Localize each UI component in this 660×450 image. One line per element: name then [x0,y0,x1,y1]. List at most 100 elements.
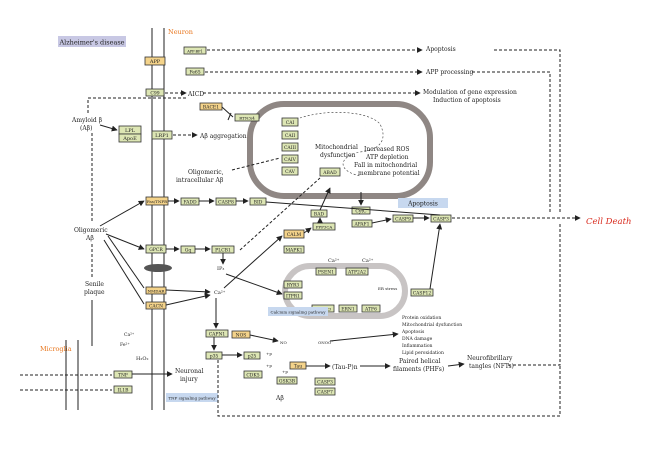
outcome-phf2: filaments (PHFs) [393,366,444,373]
box-apaf1 [351,219,373,228]
edge-bace1-bar [227,112,232,121]
edge-calm-ppp3ca [303,227,312,234]
outcome-nft2: tangles (NFTs) [469,363,514,370]
edge-bottom-loop [217,360,561,417]
amyloid-label: Amyloid β [71,117,103,124]
box-caii-label: CAII [285,133,295,139]
ros-label-3: Fall in mitochondrial [354,162,417,169]
edge-oligomeric-gpcr [105,233,145,250]
box-il1b [113,385,133,394]
box-casp12 [410,288,434,297]
box-nos-label: NOS [236,333,247,339]
box-abad [319,167,341,177]
edge-nos-no [249,334,279,343]
box-caiv [281,154,299,164]
box-bid [249,197,267,206]
box-app-bp1-label: APP-BP1 [186,50,202,54]
mito-label-2: dysfunction [320,152,356,159]
box-ppp3ca-label: PPP3CA [316,225,333,230]
box-app [144,56,166,66]
box-cdk5-label: CDK5 [246,373,259,379]
edge-ca-calm [223,235,283,289]
box-abad-label: ABAD [322,170,337,176]
box-cytc [351,206,371,215]
outcome-tau-p: (Tau-P)n [332,364,358,371]
ab-bottom-label: Aβ [275,395,284,402]
box-cacn [145,301,167,310]
box-capn1-label: CAPN1 [209,332,226,338]
box-caiv-label: CAIV [284,157,296,163]
mito-label-1: Mitochondrial [315,144,358,151]
outcome-app-processing: APP processing [425,69,473,76]
box-tnf-label: TNF [118,373,128,379]
title-text: Alzheimer's disease [58,39,124,47]
box-casp3b-label: CASP3 [317,380,333,386]
edge-apaf1-casp9 [371,217,392,224]
box-app-bp1 [183,46,207,55]
edge-oligomeric-fas [99,200,145,227]
box-il1b-label: IL1B [118,388,130,394]
edge-tangles-right [508,224,561,366]
box-caiii-label: CAIII [284,145,296,151]
neuron-label: Neuron [168,28,193,36]
box-fadd-label: FADD [183,200,197,206]
box-caiii [281,142,299,152]
box-fas-label: Fas/TNFR [147,199,168,204]
box-ern1 [338,304,358,313]
box-cav [281,166,299,176]
outcome-ox4: DNA damage [402,336,433,342]
ab-aggregation-label: Aβ aggregation [199,133,247,140]
box-nmdar-label: NMDAR [148,289,166,294]
box-mapk-label: MAPK1 [285,248,302,254]
box-ppp3ca [312,222,336,231]
box-plcb1-label: PLCB1 [215,248,231,254]
box-atp2a-label: ATP2A2 [347,270,366,276]
ros-label-1: Increased ROS [364,146,410,153]
box-bid-label: BID [254,200,263,206]
box-gpcr-label: GPCR [149,247,163,253]
box-casp8-label: CASP8 [218,200,234,206]
outcome-nft1: Neurofibrillary [467,355,513,362]
box-capn1 [205,329,229,338]
box-bad [310,209,328,218]
edge-intra-mito [231,157,281,171]
ca-left-label: Ca²⁺ [124,332,135,338]
box-nos [231,330,251,339]
oligomeric-label: Oligomeric [74,227,108,234]
edge-mapk-mito [239,177,321,251]
apoptosis-badge-label: Apoptosis [407,201,438,208]
edge-processing-right [472,71,551,212]
box-cytc-label: CytC [355,209,367,215]
p-label-3: +p [282,369,288,374]
h2o2-label: H₂O₂ [136,356,148,362]
box-gsk3b-label: GSK3B [279,379,296,385]
plaque-label: plaque [84,289,105,296]
box-cav-label: CAV [285,169,295,175]
ros-label-2: ATP depletion [365,154,409,161]
er-stress-label: ER stress [378,286,397,291]
tnf-badge [166,393,218,402]
p-label-1: +p [266,351,272,356]
box-casp7 [314,387,336,396]
cell-death-label: Cell Death [586,217,631,227]
outcome-ox3: Apoptosis [401,329,425,335]
p-label-2: +p [266,363,272,368]
box-calm-label: CALM [287,232,302,238]
ca-er1-label: Ca²⁺ [328,258,340,264]
box-atp2a [345,267,369,276]
endoplasmic-reticulum [282,263,408,319]
box-p25 [243,351,261,360]
box-ern1-label: ERN1 [341,307,355,313]
apoptosis-badge [398,198,448,208]
edge-bid-casp3 [265,201,441,216]
box-fe65-label: Fe65 [189,70,200,76]
box-mapk [283,245,305,254]
box-ryr3 [283,280,303,289]
box-lrp1 [151,130,173,140]
oligomeric-ab-label: Aβ [85,235,94,242]
outcome-apoptosis: Apoptosis [425,46,456,53]
box-c99-label: C99 [150,91,159,97]
box-gsk3b [276,376,298,385]
ros-label-4: membrane potential [358,170,420,177]
edge-amyloid-lpl [99,124,118,132]
